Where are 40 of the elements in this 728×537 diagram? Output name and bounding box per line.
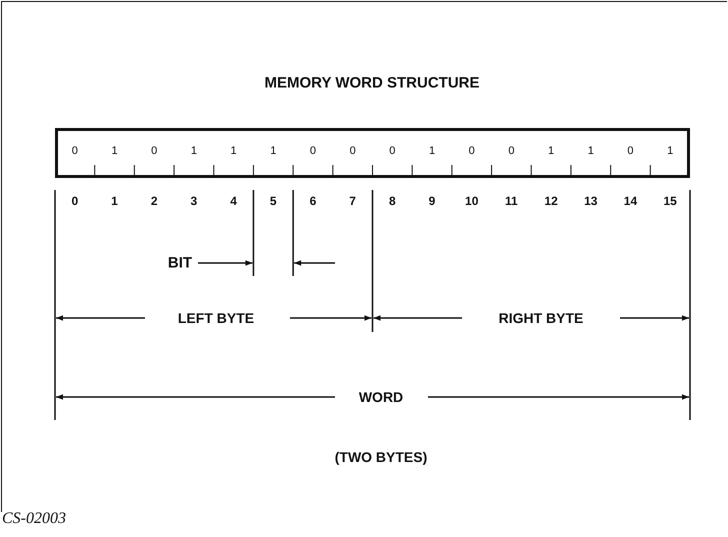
bit-number: 3 [190, 194, 198, 208]
bit-value: 0 [389, 145, 396, 157]
bit-value: 1 [190, 145, 197, 157]
bit-number: 13 [584, 194, 598, 208]
bit-number: 11 [505, 194, 518, 208]
bit-number: 10 [465, 194, 478, 208]
bit-number: 7 [349, 194, 356, 208]
bit-value: 1 [588, 145, 594, 157]
bit-number: 2 [150, 194, 158, 208]
bit-value: 0 [508, 145, 514, 157]
bit-value: 1 [270, 145, 276, 157]
dimension-label: RIGHT BYTE [498, 310, 584, 326]
bit-label: BIT [168, 254, 192, 272]
bit-value: 1 [230, 145, 237, 157]
diagram-title: MEMORY WORD STRUCTURE [264, 74, 480, 92]
bit-value: 0 [350, 145, 356, 157]
dimension-label: WORD [358, 389, 404, 405]
bit-number: 6 [310, 194, 316, 208]
bit-number: 14 [624, 194, 638, 208]
bit-number: 5 [270, 194, 277, 208]
bit-value: 1 [428, 145, 436, 157]
bit-value: 0 [310, 145, 316, 157]
bit-value: 1 [111, 145, 118, 157]
bit-number: 1 [111, 194, 118, 208]
register-box [55, 128, 690, 178]
bit-number: 8 [389, 194, 396, 208]
figure-number: CS-02003 [2, 510, 66, 528]
bit-value: 0 [151, 145, 158, 157]
bit-value: 1 [667, 145, 674, 157]
dimension-label: LEFT BYTE [178, 310, 254, 326]
bit-value: 0 [627, 145, 634, 157]
bit-number: 0 [72, 194, 78, 208]
bit-number: 12 [544, 194, 558, 208]
bit-number: 15 [663, 194, 677, 208]
bit-value: 0 [72, 145, 78, 157]
bit-value: 1 [548, 145, 554, 157]
note-text: (TWO BYTES) [334, 449, 428, 465]
bit-value: 0 [468, 145, 475, 157]
bit-number: 9 [428, 194, 436, 208]
bit-number: 4 [230, 194, 237, 208]
